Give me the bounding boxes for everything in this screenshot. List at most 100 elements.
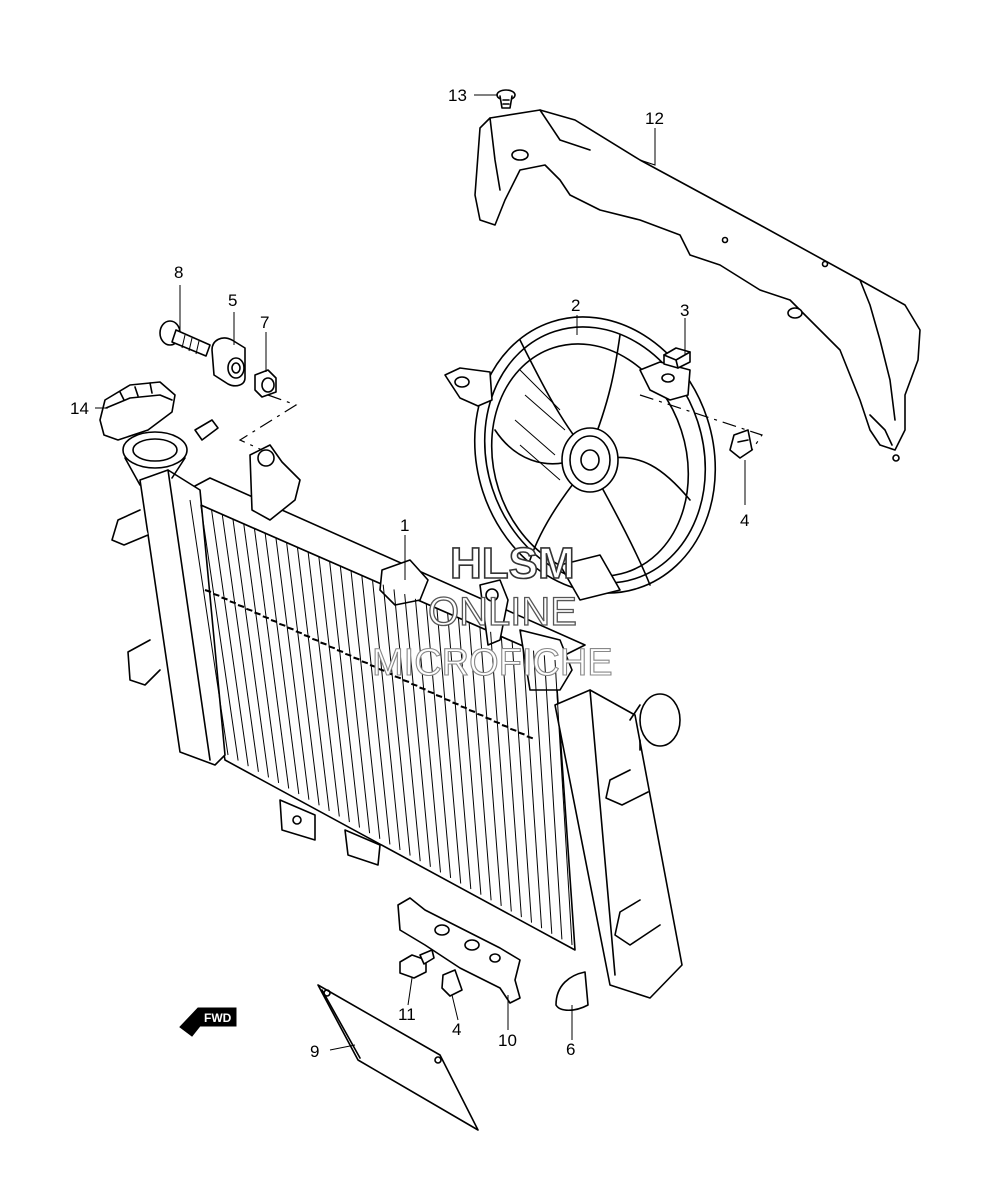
radiator-fin <box>522 645 543 929</box>
radiator-fin <box>393 589 421 862</box>
radiator-fin <box>382 584 411 856</box>
fin-shading <box>394 675 402 680</box>
clip-nut-lower <box>441 969 463 997</box>
fin-shading <box>501 724 509 728</box>
fin-shading <box>237 604 245 608</box>
radiator-fins <box>189 499 573 946</box>
radiator-fin <box>253 528 290 789</box>
radiator-fin <box>307 551 340 817</box>
watermark: HLSM ONLINE MICROFICHE <box>371 538 613 684</box>
callout-1: 1 <box>400 516 409 535</box>
assembly-lines <box>238 394 763 451</box>
callout-6: 6 <box>566 1040 575 1059</box>
radiator-fin <box>264 532 300 795</box>
radiator-fin <box>533 650 553 934</box>
fin-shading <box>410 682 418 687</box>
radiator-fin <box>468 622 492 901</box>
watermark-line2: ONLINE <box>428 590 577 634</box>
bracket-bolt <box>399 949 435 979</box>
cover-screw <box>496 89 516 109</box>
fin-shading <box>262 615 270 620</box>
fin-shading <box>245 607 253 612</box>
fin-shading <box>476 712 484 717</box>
leader-lines <box>95 94 746 1051</box>
fin-shading <box>204 589 212 593</box>
fin-shading <box>303 634 311 638</box>
callout-4a: 4 <box>740 511 749 530</box>
fin-shading <box>402 679 410 683</box>
fin-shading <box>452 701 459 706</box>
fin-shading <box>212 592 220 597</box>
fin-shading <box>361 660 369 665</box>
fin-shading <box>295 630 303 635</box>
fin-shading <box>493 720 501 725</box>
fin-shading <box>485 716 492 721</box>
lower-bracket <box>397 897 521 1004</box>
radiator-fin <box>372 579 401 851</box>
radiator-cap <box>99 381 176 441</box>
radiator-fin <box>286 542 320 806</box>
radiator-fin <box>457 617 482 895</box>
fin-shading <box>435 694 443 698</box>
radiator-fin <box>318 556 350 823</box>
radiator-fin <box>414 598 441 873</box>
cooling-fan <box>444 316 717 601</box>
radiator-fin <box>479 627 502 906</box>
fin-shading <box>336 649 344 653</box>
clip-nut-upper <box>729 429 753 459</box>
fin-shading <box>460 705 468 710</box>
upper-cover <box>474 109 921 462</box>
fin-shading <box>427 690 435 695</box>
callout-4b: 4 <box>452 1020 461 1039</box>
radiator-fin <box>296 547 330 811</box>
radiator-fin <box>221 514 259 772</box>
radiator-fin <box>425 603 452 878</box>
radiator-fin <box>404 594 431 867</box>
radiator-fin <box>350 570 381 839</box>
fwd-label: FWD <box>204 1011 232 1025</box>
spacer <box>254 369 277 398</box>
fin-shading <box>229 600 237 605</box>
callout-5: 5 <box>228 291 237 310</box>
callout-2: 2 <box>571 296 580 315</box>
fin-shading <box>386 671 393 676</box>
radiator-fin <box>189 499 229 756</box>
radiator-fin <box>339 565 371 834</box>
callout-8: 8 <box>174 263 183 282</box>
callout-13: 13 <box>448 86 467 105</box>
fin-shading <box>369 664 377 668</box>
radiator-fin <box>211 509 249 767</box>
radiator-fin <box>436 608 462 884</box>
callout-labels: 13 12 2 3 4 8 5 7 14 1 6 10 4 11 9 <box>70 86 749 1061</box>
fin-shading <box>254 611 261 616</box>
radiator-fin <box>490 631 512 912</box>
watermark-line3: MICROFICHE <box>372 642 613 684</box>
fin-shading <box>287 626 294 631</box>
radiator-fin <box>200 504 239 761</box>
callout-3: 3 <box>680 301 689 320</box>
callout-10: 10 <box>498 1031 517 1050</box>
rubber-cap <box>555 971 589 1012</box>
radiator-fin <box>232 518 269 778</box>
fin-shading <box>320 641 327 646</box>
fin-shading <box>221 596 228 601</box>
radiator <box>111 419 683 999</box>
radiator-fin <box>543 655 563 940</box>
fan-bolt <box>663 347 691 369</box>
mount-bolt <box>159 320 211 357</box>
fin-shading <box>509 727 517 732</box>
fin-shading <box>270 619 278 623</box>
radiator-fin <box>275 537 310 800</box>
fin-shading <box>311 637 319 642</box>
radiator-fin <box>243 523 280 783</box>
fin-shading <box>526 735 534 740</box>
radiator-fin <box>447 612 472 890</box>
callout-12: 12 <box>645 109 664 128</box>
radiator-fin <box>361 575 391 845</box>
fin-shading <box>353 656 360 661</box>
watermark-line1: HLSM <box>450 539 575 588</box>
callout-7: 7 <box>260 313 269 332</box>
radiator-fin <box>554 659 573 946</box>
fin-shading <box>344 652 352 657</box>
